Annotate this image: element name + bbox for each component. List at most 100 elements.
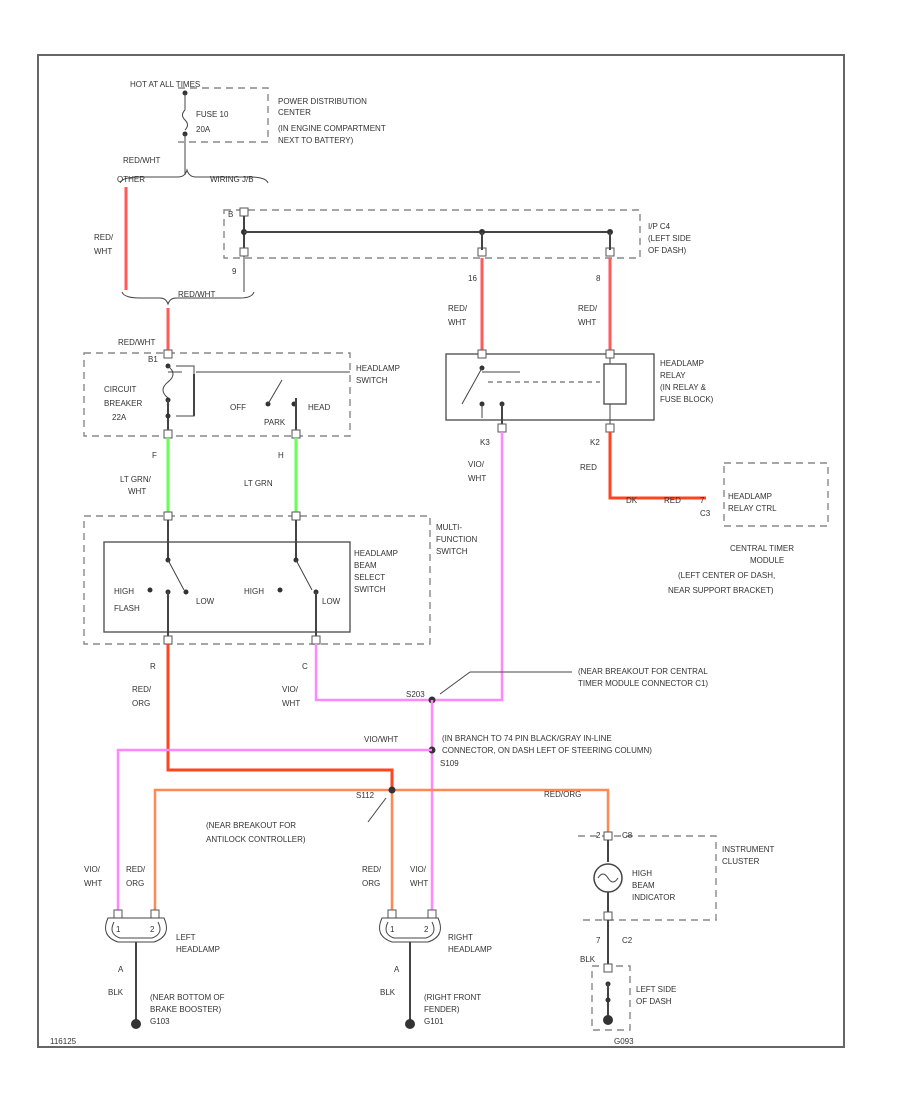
ip-c4-label-2: (LEFT SIDE bbox=[648, 234, 691, 243]
mfs-title-2: FUNCTION bbox=[436, 535, 478, 544]
wire-label-blk-1: BLK bbox=[108, 988, 124, 997]
wire-label-red-5: RED bbox=[664, 496, 681, 505]
rh-pin-2: 2 bbox=[424, 925, 429, 934]
pin-16: 16 bbox=[468, 274, 477, 283]
wire-label-red-wht-hs: RED/WHT bbox=[118, 338, 155, 347]
hbi-label-2: BEAM bbox=[632, 881, 655, 890]
wire-label-vio-4b: WHT bbox=[410, 879, 428, 888]
switch-head-label: HEAD bbox=[308, 403, 330, 412]
circuit-breaker-label-3: 22A bbox=[112, 413, 127, 422]
pdc-title-3: (IN ENGINE COMPARTMENT bbox=[278, 124, 386, 133]
pin-c3: C3 bbox=[700, 509, 711, 518]
wire-label-wht-3: WHT bbox=[578, 318, 596, 327]
wire-label-lt-grn: LT GRN/ bbox=[120, 475, 152, 484]
wire-label-wht-1: WHT bbox=[94, 247, 112, 256]
beam-select-4: SWITCH bbox=[354, 585, 386, 594]
wire-label-vio-wht: VIO/WHT bbox=[364, 735, 398, 744]
right-ground-note-1: (RIGHT FRONT bbox=[424, 993, 481, 1002]
wire-label-dk: DK bbox=[626, 496, 638, 505]
multi-function-switch: HIGH FLASH LOW HIGH LOW HEADLAMP BEAM SE… bbox=[83, 511, 478, 645]
right-headlamp: RED/ ORG VIO/ WHT 1 2 A BLK RIGHT HEADLA… bbox=[362, 865, 492, 1029]
relay-title-3: (IN RELAY & bbox=[660, 383, 707, 392]
splice-s109: VIO/WHT (IN BRANCH TO 74 PIN BLACK/GRAY … bbox=[116, 734, 652, 912]
wire-label-red-wht-mid: RED/WHT bbox=[178, 290, 215, 299]
pin-7-c2: 7 bbox=[596, 936, 601, 945]
lh-pin-1: 1 bbox=[116, 925, 121, 934]
mfs-title-3: SWITCH bbox=[436, 547, 468, 556]
ctm-relay-ctrl-2: RELAY CTRL bbox=[728, 504, 777, 513]
splice-s112-label: S112 bbox=[356, 791, 375, 800]
right-ground-note-3: G101 bbox=[424, 1017, 444, 1026]
pin-k3: K3 bbox=[480, 438, 490, 447]
hot-at-all-times-label: HOT AT ALL TIMES bbox=[130, 80, 200, 89]
ip-c4-label-3: OF DASH) bbox=[648, 246, 687, 255]
switch-off-label: OFF bbox=[230, 403, 246, 412]
wire-label-blk-3: BLK bbox=[580, 955, 596, 964]
ctm-title-3: (LEFT CENTER OF DASH, bbox=[678, 571, 775, 580]
wire-label-red-3: RED/ bbox=[578, 304, 598, 313]
right-headlamp-title-2: HEADLAMP bbox=[448, 945, 492, 954]
wire-label-wiring-jb: WIRING J/B bbox=[210, 175, 254, 184]
pin-r: R bbox=[150, 662, 156, 671]
relay-title-4: FUSE BLOCK) bbox=[660, 395, 714, 404]
headlamp-switch-title-1: HEADLAMP bbox=[356, 364, 400, 373]
wire-label-vio-1: VIO/ bbox=[468, 460, 485, 469]
wire-label-red-org-s112: RED/ORG bbox=[544, 790, 581, 799]
cluster-title-2: CLUSTER bbox=[722, 857, 760, 866]
wire-label-vio-3: VIO/ bbox=[84, 865, 101, 874]
pin-c2: C2 bbox=[622, 936, 633, 945]
splice-s112-note-1: (NEAR BREAKOUT FOR bbox=[206, 821, 296, 830]
wire-label-red-6b: ORG bbox=[126, 879, 144, 888]
left-ground-note-3: G103 bbox=[150, 1017, 170, 1026]
beam-select-2: BEAM bbox=[354, 561, 377, 570]
headlamp-switch-title-2: SWITCH bbox=[356, 376, 388, 385]
wire-label-blk-2: BLK bbox=[380, 988, 396, 997]
beam-flash: FLASH bbox=[114, 604, 140, 613]
ctm-title-1: CENTRAL TIMER bbox=[730, 544, 794, 553]
central-timer-module: HEADLAMP RELAY CTRL C3 CENTRAL TIMER MOD… bbox=[668, 462, 829, 595]
wire-label-red-7b: ORG bbox=[362, 879, 380, 888]
pin-2-c8: 2 bbox=[596, 831, 601, 840]
wire-label-red-2: RED/ bbox=[448, 304, 468, 313]
rh-pin-a: A bbox=[394, 965, 400, 974]
pin-c8: C8 bbox=[622, 831, 633, 840]
splice-s109-note-1: (IN BRANCH TO 74 PIN BLACK/GRAY IN-LINE bbox=[442, 734, 612, 743]
splice-s109-label: S109 bbox=[440, 759, 459, 768]
wire-label-vio-1b: WHT bbox=[468, 474, 486, 483]
lh-pin-2: 2 bbox=[150, 925, 155, 934]
pin-c: C bbox=[302, 662, 308, 671]
pin-8: 8 bbox=[596, 274, 601, 283]
headlamp-switch: B1 CIRCUIT BREAKER 22A OFF HEAD PARK HEA… bbox=[83, 349, 400, 439]
wire-label-red-6: RED/ bbox=[126, 865, 146, 874]
pin-h: H bbox=[278, 451, 284, 460]
pin-f: F bbox=[152, 451, 157, 460]
circuit-breaker-label-1: CIRCUIT bbox=[104, 385, 137, 394]
left-ground-note-2: BRAKE BOOSTER) bbox=[150, 1005, 221, 1014]
left-side-of-dash-ground: LEFT SIDE OF DASH bbox=[591, 963, 676, 1031]
wire-label-vio-3b: WHT bbox=[84, 879, 102, 888]
power-distribution-center: HOT AT ALL TIMES FUSE 10 20A POWER DISTR… bbox=[130, 80, 386, 175]
hbi-label-3: INDICATOR bbox=[632, 893, 675, 902]
dash-title-1: LEFT SIDE bbox=[636, 985, 676, 994]
pdc-title-4: NEXT TO BATTERY) bbox=[278, 136, 354, 145]
wire-label-red-org-2: ORG bbox=[132, 699, 150, 708]
wire-label-lt-grn-2: LT GRN bbox=[244, 479, 273, 488]
dash-title-2: OF DASH bbox=[636, 997, 672, 1006]
splice-s112-note-2: ANTILOCK CONTROLLER) bbox=[206, 835, 306, 844]
ip-c4-label-1: I/P C4 bbox=[648, 222, 671, 231]
wire-label-vio-2: VIO/ bbox=[282, 685, 299, 694]
ctm-title-4: NEAR SUPPORT BRACKET) bbox=[668, 586, 774, 595]
splice-s203-label: S203 bbox=[406, 690, 425, 699]
beam-low-2: LOW bbox=[322, 597, 341, 606]
wire-label-lt-grn-wht: WHT bbox=[128, 487, 146, 496]
splice-s203-note-2: TIMER MODULE CONNECTOR C1) bbox=[578, 679, 708, 688]
switch-park-label: PARK bbox=[264, 418, 286, 427]
ctm-relay-ctrl-1: HEADLAMP bbox=[728, 492, 772, 501]
beam-high-1: HIGH bbox=[114, 587, 134, 596]
wire-label-red-7: RED/ bbox=[362, 865, 382, 874]
relay-title-2: RELAY bbox=[660, 371, 686, 380]
wire-label-vio-2b: WHT bbox=[282, 699, 300, 708]
beam-high-2: HIGH bbox=[244, 587, 264, 596]
wire-label-wht-2: WHT bbox=[448, 318, 466, 327]
splice-s203: S203 (NEAR BREAKOUT FOR CENTRAL TIMER MO… bbox=[406, 667, 708, 704]
